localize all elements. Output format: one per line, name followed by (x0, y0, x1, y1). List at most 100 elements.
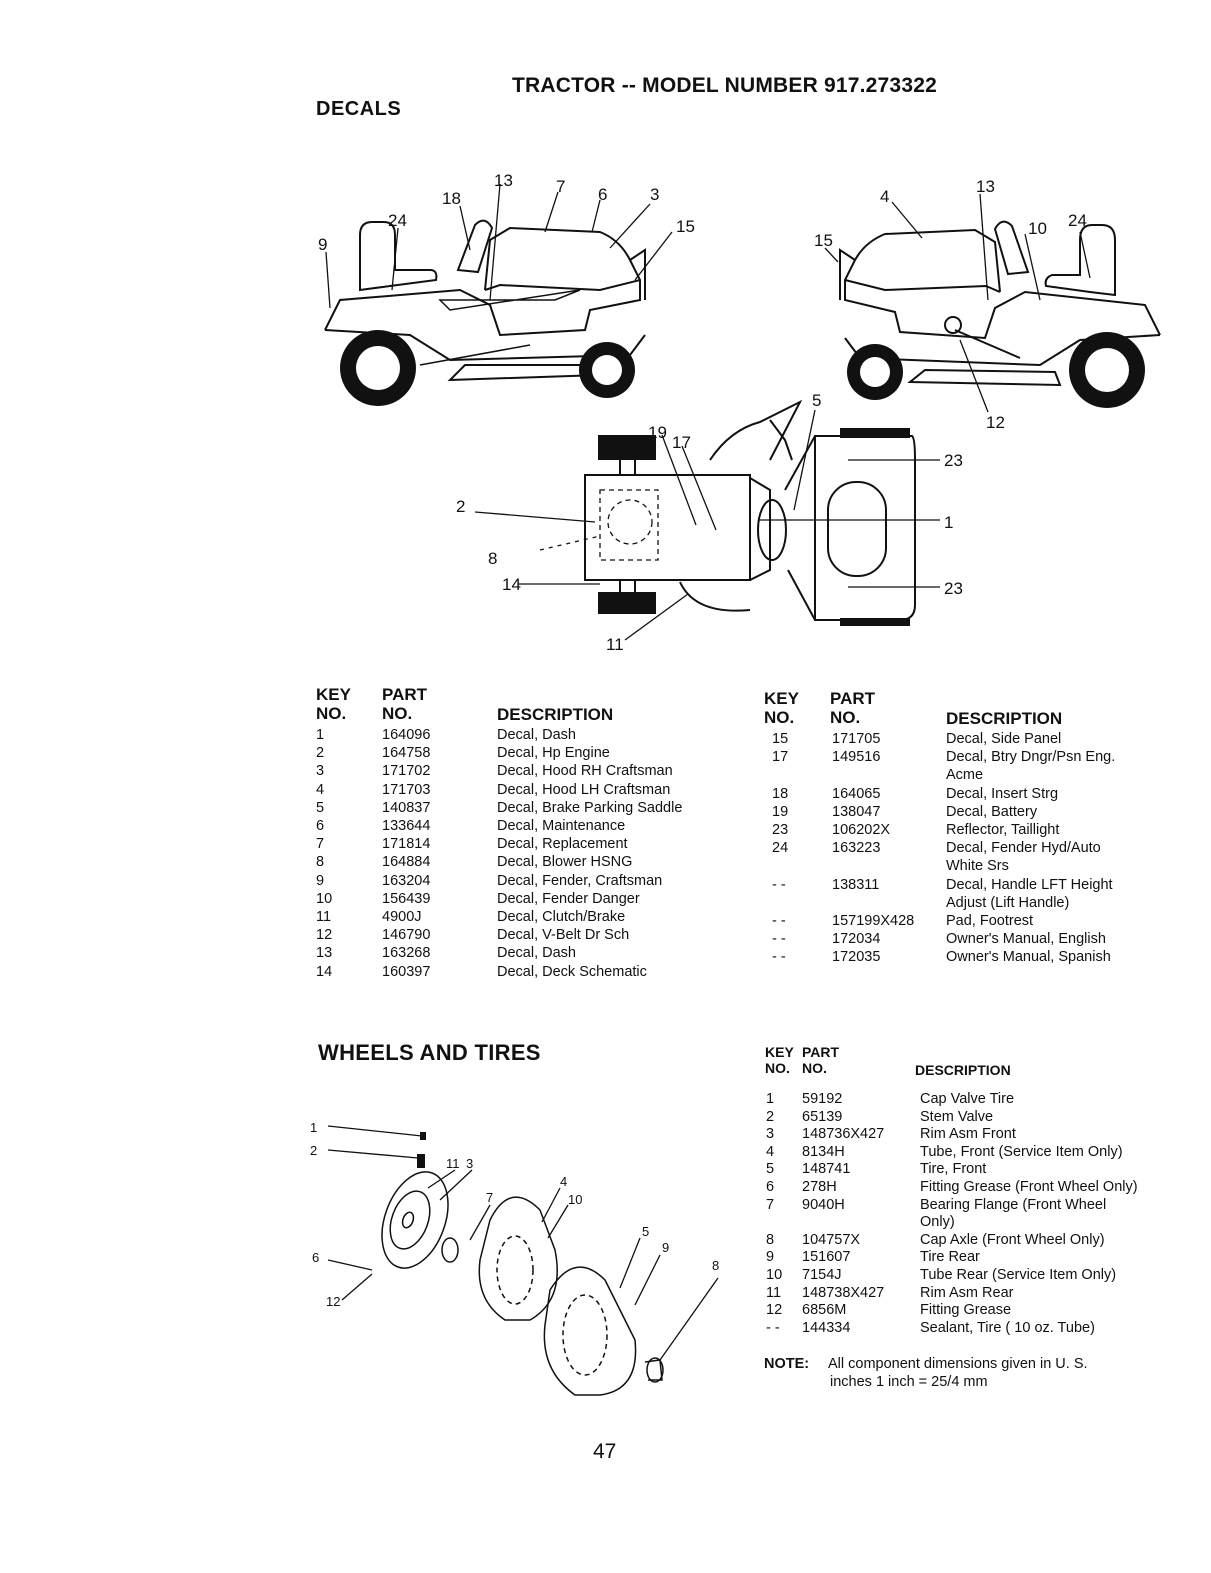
key-header-line1: KEY (316, 685, 351, 704)
part-cell: 171705 (832, 731, 881, 747)
part-cell: 156439 (382, 890, 431, 907)
part-cell: 160397 (382, 963, 431, 980)
callout-17: 17 (672, 433, 691, 452)
description-cell: Acme (946, 767, 984, 784)
key-cell: 6 (766, 1179, 775, 1195)
wheels-callouts: 1 2 11 3 7 4 10 5 9 8 6 12 (310, 1120, 719, 1309)
key-cell: 5 (766, 1161, 775, 1178)
description-cell: Owner's Manual, Spanish (946, 949, 1111, 966)
part-cell: 65139 (802, 1108, 843, 1125)
description-cell: Tube, Front (Service Item Only) (920, 1143, 1123, 1160)
callout-13: 13 (494, 171, 513, 190)
key-cell: 24 (772, 840, 789, 857)
note-label: NOTE: (764, 1356, 810, 1372)
part-cell: 164758 (382, 745, 431, 762)
callout-12: 12 (986, 413, 1005, 432)
part-cell: 149516 (832, 749, 881, 766)
part-cell: 8134H (802, 1143, 845, 1160)
key-cell: 3 (766, 1126, 775, 1143)
callout-1: 1 (310, 1120, 317, 1135)
wheels-description-header: DESCRIPTION (915, 1062, 1011, 1078)
description-cell: Adjust (Lift Handle) (946, 894, 1070, 911)
key-cell: 7 (316, 836, 325, 853)
wheels-diagram: 1 2 11 3 7 4 10 5 9 8 6 12 (310, 1120, 719, 1396)
tractor-left-callouts: 9 24 18 13 7 6 3 15 (318, 171, 695, 254)
description-cell: Tube Rear (Service Item Only) (920, 1267, 1117, 1283)
part-cell: 144334 (802, 1319, 851, 1336)
description-cell: Rim Asm Front (920, 1126, 1016, 1143)
part-cell: 146790 (382, 927, 431, 944)
part-header-right-line2: NO. (830, 708, 861, 727)
callout-6: 6 (598, 185, 607, 204)
callout-6: 6 (312, 1250, 319, 1265)
part-cell: 171703 (382, 781, 431, 798)
part-cell: 9040H (802, 1196, 845, 1213)
callout-15: 15 (814, 231, 833, 250)
callout-4: 4 (880, 187, 889, 206)
part-cell: 133644 (382, 818, 431, 834)
description-cell: Decal, V-Belt Dr Sch (497, 927, 630, 944)
tractor-right-leaders (824, 193, 1091, 413)
callout-7: 7 (556, 177, 565, 196)
description-cell: Stem Valve (920, 1108, 994, 1125)
tractor-left-leaders (325, 183, 673, 309)
tractor-right-view (839, 220, 1161, 387)
top-view-front-tire-lower (598, 592, 656, 614)
key-cell: - - (772, 949, 786, 966)
part-cell: 164096 (382, 727, 431, 743)
key-cell: 1 (766, 1091, 775, 1107)
callout-7: 7 (486, 1190, 493, 1205)
key-cell: 8 (766, 1231, 775, 1248)
description-cell: Sealant, Tire ( 10 oz. Tube) (920, 1319, 1095, 1336)
decals-heading: DECALS (316, 98, 402, 120)
part-cell: 104757X (802, 1231, 861, 1248)
callout-2: 2 (310, 1143, 317, 1158)
part-cell: 164065 (832, 785, 881, 802)
part-cell: 164884 (382, 854, 431, 871)
description-cell: Decal, Dash (497, 727, 576, 743)
wheels-key-header-line1: KEY (765, 1044, 794, 1060)
part-cell: 4900J (382, 909, 422, 925)
callout-18: 18 (442, 189, 461, 208)
callout-8: 8 (712, 1258, 719, 1273)
key-cell: 2 (766, 1108, 775, 1125)
callout-15: 15 (676, 217, 695, 236)
description-cell: Decal, Brake Parking Saddle (497, 799, 683, 816)
key-cell: 10 (316, 890, 333, 907)
part-header-line2: NO. (382, 704, 413, 723)
part-header-right-line1: PART (830, 689, 876, 708)
description-cell: Tire Rear (920, 1249, 980, 1266)
top-view-callouts: 19 17 5 23 1 23 2 8 14 11 (456, 391, 963, 654)
key-cell: 17 (772, 749, 789, 766)
table-row: Adjust (Lift Handle) (764, 894, 1184, 912)
table-row: - - 172035 Owner's Manual, Spanish (764, 948, 1184, 966)
description-header-right: DESCRIPTION (946, 709, 1063, 728)
key-cell: 9 (316, 872, 325, 889)
part-cell: 171702 (382, 763, 431, 780)
key-cell: 9 (766, 1249, 775, 1266)
wheels-leaders (327, 1125, 719, 1361)
part-cell: 172035 (832, 949, 881, 966)
description-cell: Pad, Footrest (946, 913, 1034, 929)
key-cell: - - (766, 1319, 780, 1336)
description-cell: Decal, Fender, Craftsman (497, 872, 663, 889)
key-cell: 11 (766, 1284, 782, 1301)
description-cell: Cap Axle (Front Wheel Only) (920, 1231, 1105, 1248)
